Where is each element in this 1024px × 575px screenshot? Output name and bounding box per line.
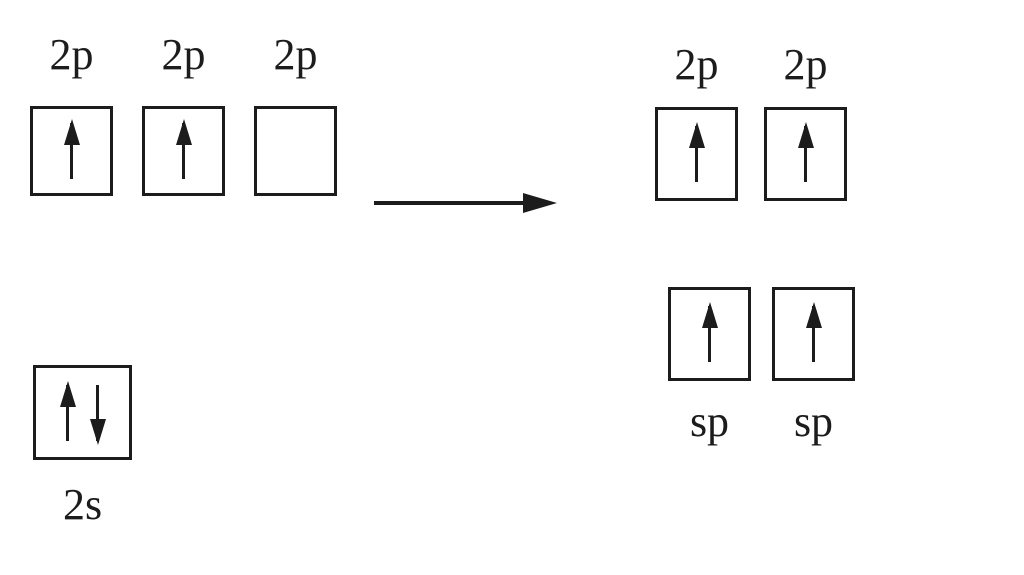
spin-up-arrow (701, 302, 719, 366)
spin-up-arrow (175, 119, 193, 183)
ground-state-2s-group: 2s (33, 365, 132, 528)
orbital-label: 2p (161, 30, 206, 79)
arrow-head-icon (523, 193, 557, 213)
orbital-2s: 2s (33, 365, 132, 528)
orbital-box (30, 106, 113, 196)
orbital-box (33, 365, 132, 460)
spin-up-arrow (688, 122, 706, 186)
spin-down-arrow (89, 381, 107, 445)
orbital-2p-3: 2p (254, 32, 337, 196)
orbital-box (655, 107, 738, 201)
hybridized-2p-group: 2p 2p (655, 42, 847, 201)
orbital-box (772, 287, 855, 381)
orbital-box (142, 106, 225, 196)
orbital-label: sp (793, 397, 834, 446)
reaction-arrow (374, 193, 557, 213)
spin-up-arrow (797, 122, 815, 186)
orbital-box (254, 106, 337, 196)
orbital-label: sp (689, 397, 730, 446)
spin-up-arrow (59, 381, 77, 445)
orbital-label: 2p (783, 40, 828, 89)
spin-up-arrow (805, 302, 823, 366)
orbital-2p-1: 2p (30, 32, 113, 196)
orbital-label: 2s (62, 480, 103, 529)
orbital-box (668, 287, 751, 381)
spin-up-arrow (63, 119, 81, 183)
orbital-sp-2: sp (772, 287, 855, 445)
arrow-shaft (374, 201, 531, 205)
orbital-2p-2: 2p (142, 32, 225, 196)
orbital-label: 2p (273, 30, 318, 79)
orbital-2p-right-2: 2p (764, 42, 847, 201)
ground-state-2p-group: 2p 2p 2p (30, 32, 337, 196)
hybridized-sp-group: sp sp (668, 287, 855, 445)
orbital-label: 2p (49, 30, 94, 79)
orbital-label: 2p (674, 40, 719, 89)
orbital-sp-1: sp (668, 287, 751, 445)
orbital-box (764, 107, 847, 201)
orbital-2p-right-1: 2p (655, 42, 738, 201)
